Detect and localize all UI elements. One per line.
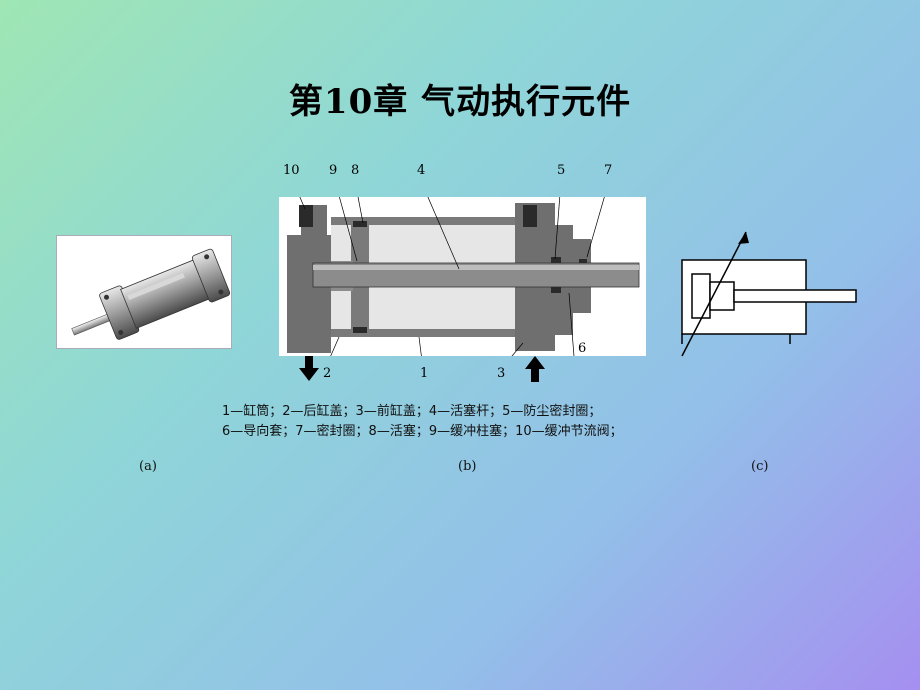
legend-line-1: 1—缸筒；2—后缸盖；3—前缸盖；4—活塞杆；5—防尘密封圈； [222,404,602,419]
dust-seal [551,257,561,263]
seal-ring [579,259,587,263]
cylinder-symbol-drawing [681,231,857,357]
part-label-8: 8 [351,163,360,178]
cylinder-photo [56,235,232,349]
cylinder-photo-illustration [71,248,231,340]
piston-symbol [691,273,711,319]
adjustable-arrow-line [681,231,747,357]
caption-c: (c) [751,459,769,474]
part-label-3: 3 [497,366,506,381]
rod-symbol [733,289,857,303]
part-label-7: 7 [604,163,613,178]
cushion-symbol [709,281,735,311]
part-label-6: 6 [578,341,587,356]
part-label-4: 4 [417,163,426,178]
part-label-10: 10 [283,163,300,178]
throttle-valve [299,205,313,227]
cross-section-drawing [287,197,640,356]
barrel-top-wall [331,217,521,225]
part-label-9: 9 [329,163,338,178]
part-label-5: 5 [557,163,566,178]
exhaust-arrow-down [299,356,319,381]
barrel-bottom-wall [331,329,521,337]
cylinder-symbol [678,228,860,358]
cylinder-cross-section [279,197,646,356]
part-label-2: 2 [323,366,332,381]
legend-line-2: 6—导向套；7—密封圈；8—活塞；9—缓冲柱塞；10—缓冲节流阀； [222,424,623,439]
inlet-arrow-up [525,356,545,382]
adjustable-arrow-head [738,232,749,244]
page-title: 第10章 气动执行元件 [288,82,632,122]
part-label-1: 1 [420,366,429,381]
caption-a: (a) [139,459,157,474]
caption-b: (b) [458,459,477,474]
rear-cap [287,235,331,353]
